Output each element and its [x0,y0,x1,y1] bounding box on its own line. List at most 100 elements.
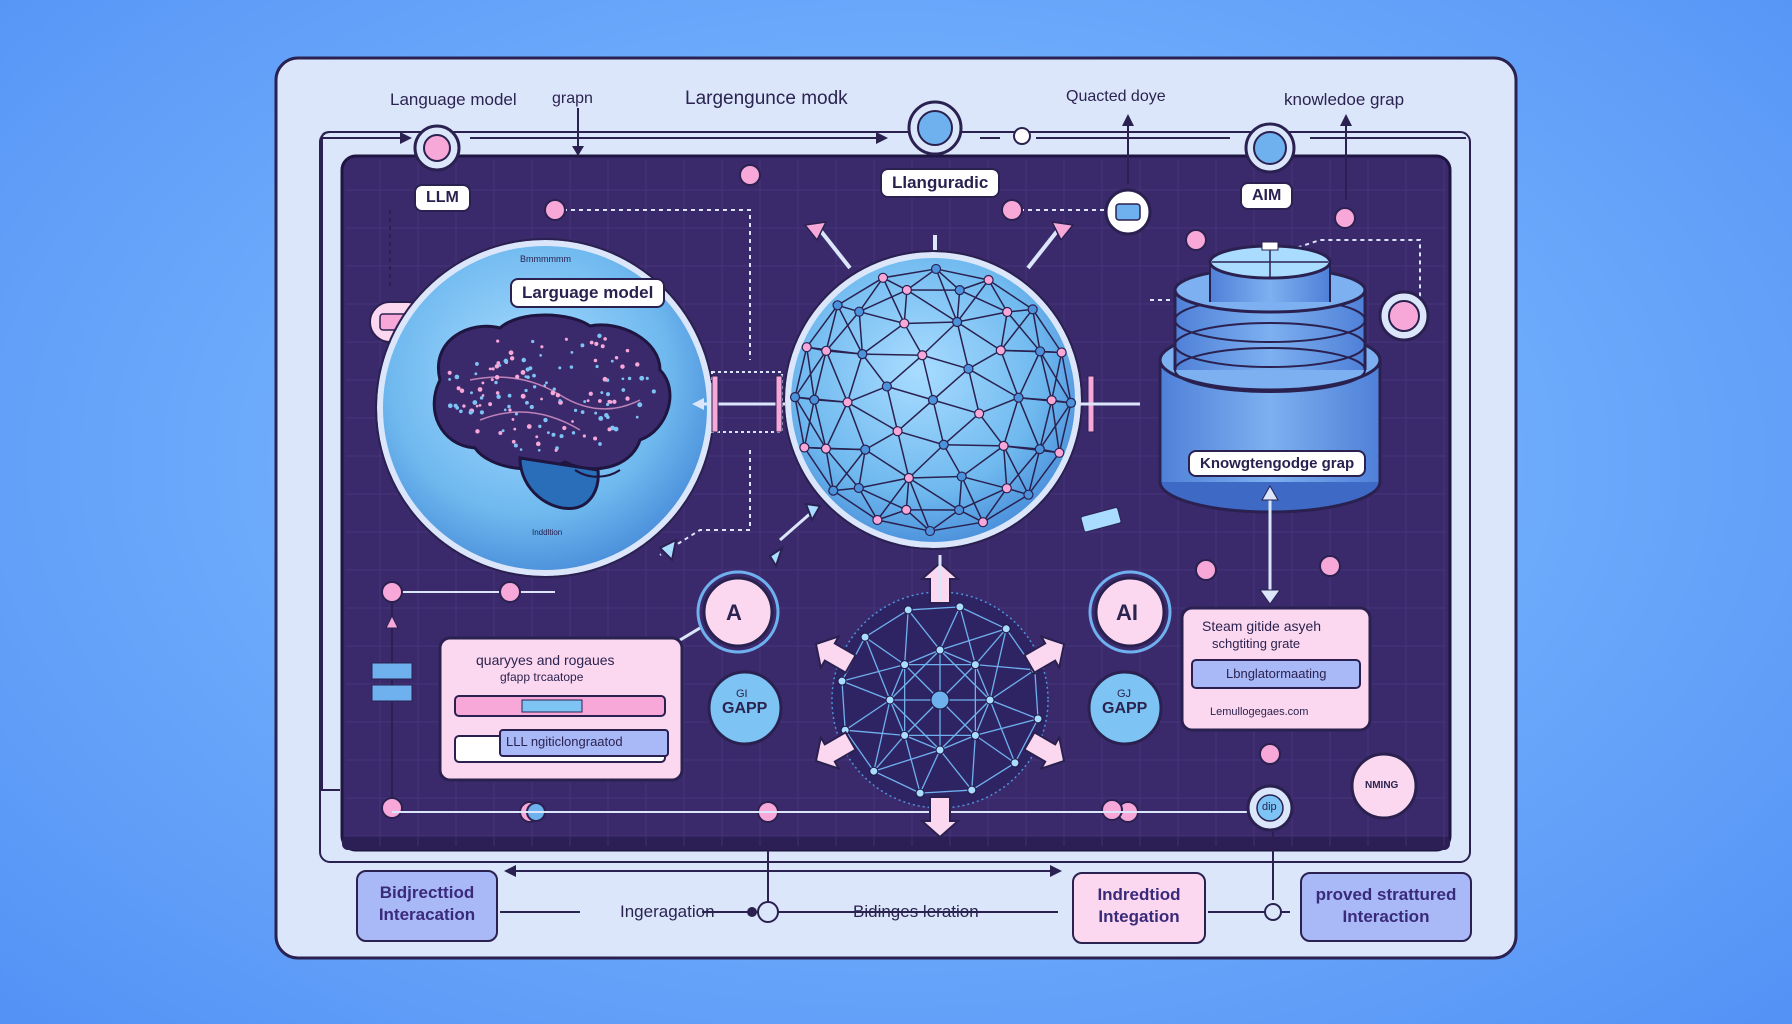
top-label-largenguence: Largengunce modk [685,88,848,109]
bottom-network-edge [873,734,906,772]
brain-dot [474,372,478,376]
mesh-node [1034,346,1046,357]
panel-shadow-edge [342,836,1450,850]
mesh-node [892,426,903,437]
mesh-edge [1031,309,1041,352]
mesh-edge [1017,351,1041,399]
mesh-edge [858,311,864,355]
brain-dot [448,378,452,381]
bottom-network-edge [974,628,1007,666]
mesh-edge [836,304,864,355]
bottom-network-edge [873,749,941,772]
mesh-edge [978,413,1005,447]
brain-dot [507,404,511,409]
node-gapp-right[interactable] [1087,670,1163,746]
brain-dot [543,417,548,423]
bottom-network-node [900,730,910,740]
knowledge-graph-cylinder [1158,241,1382,514]
brain-dot [558,399,562,402]
brain-dot [488,402,493,407]
brain-dot [600,391,604,395]
bottom-network-edge [959,606,1007,630]
mesh-edge [987,279,1008,313]
brain-dot [520,370,526,375]
mesh-edge [832,449,866,492]
connector-node [1101,799,1123,821]
brain-dot [593,436,598,441]
top-connector-node [1013,127,1031,145]
connector-node [544,199,566,221]
brain-dot [524,388,528,393]
brain-dot [594,341,599,347]
mesh-node [901,504,912,515]
brain-dot [544,381,548,385]
node-a[interactable] [702,576,774,648]
mesh-node [901,284,912,296]
top-connectors [321,131,1466,139]
connector-node [1259,743,1281,765]
label-bidinges: Bidinges leration [853,902,979,921]
brain-dot [529,404,534,410]
brain-dot [520,393,526,399]
brain-dot [551,432,556,437]
brain-dot [509,356,515,361]
llm-node-inner [423,134,451,162]
mesh-edge [813,399,827,449]
mesh-edge [882,268,937,279]
left-info-field-1-fill [521,699,583,713]
bottom-node-1 [757,901,779,923]
mesh-edge [959,279,989,291]
card-proved-structured[interactable]: proved strattured Interaction [1300,872,1472,942]
mesh-node [977,517,989,528]
mesh-edge [961,475,1007,490]
mesh-node [927,394,939,406]
bottom-arrow-right [1050,865,1062,877]
arrow-head-top-1 [400,132,412,144]
mesh-node [842,397,853,408]
brain-dot [462,404,466,408]
mesh-node [899,318,910,329]
network-arrow [814,730,857,771]
mesh-node [872,514,883,526]
right-panel-subtitle: schgtiting grate [1212,636,1301,651]
bottom-network-edge [841,680,891,701]
mesh-node [820,443,832,454]
brain-dot [477,387,483,392]
mesh-edge [825,448,860,489]
mesh-edge [956,321,1002,352]
mesh-node [860,444,871,455]
brain-dot [606,402,610,407]
network-arrow-shape [814,730,857,771]
mesh-edge [813,350,827,400]
brain-dot [610,359,614,363]
node-ai[interactable] [1094,576,1166,648]
bottom-network-edge [939,649,991,701]
mesh-node [974,408,985,419]
node-nming[interactable] [1350,752,1418,820]
brain-dot [602,376,608,382]
brain-dot [613,426,619,432]
mesh-node [924,525,936,537]
brain-dot [573,408,578,413]
brain-dot [612,399,617,404]
bottom-network-edge [920,789,972,794]
bottom-network-edge [864,636,906,666]
brain-dot [571,431,576,435]
brain-dot [526,424,532,429]
right-info-field[interactable] [1191,659,1361,689]
network-arrow-stem [779,510,813,542]
mesh-edge [858,477,910,489]
brain-label-bottom: Inddltion [532,528,563,537]
mesh-edge [803,399,816,448]
node-gapp-left[interactable] [707,670,783,746]
mesh-node [903,472,914,484]
bottom-network-node [1001,624,1011,634]
card-bidirectional[interactable]: Bidjrecttiod Interacation [356,870,498,942]
brain-dot [511,418,515,421]
bottom-node-2 [1264,903,1282,921]
card-indirected[interactable]: Indredtiod Integation [1072,872,1206,944]
mesh-edge [877,509,907,521]
brain-dot [554,448,558,452]
mesh-node [938,439,949,450]
bottom-network-edge [889,699,941,751]
